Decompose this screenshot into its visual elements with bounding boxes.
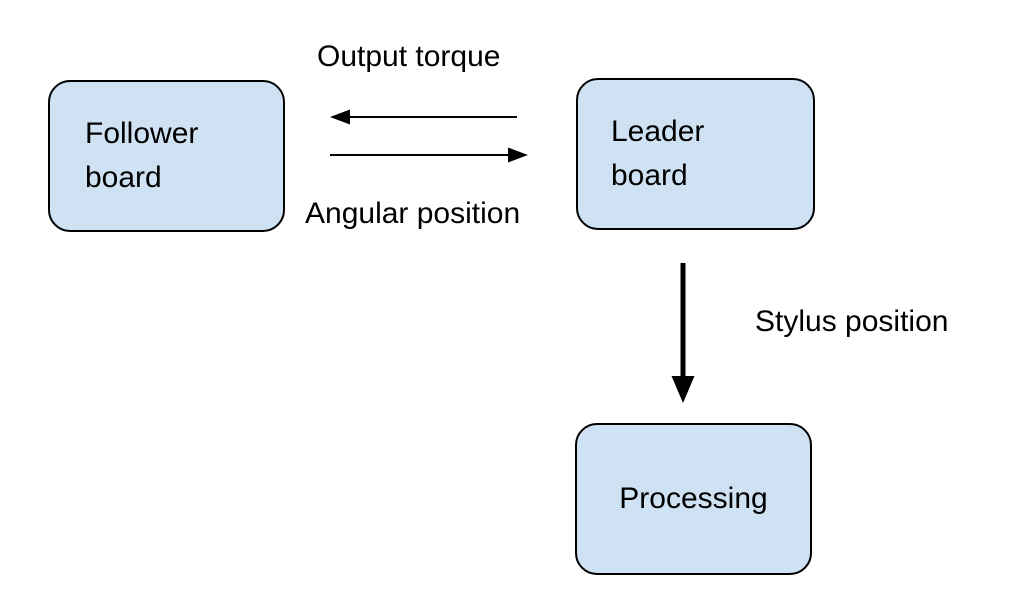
edge-label-stylus-position: Stylus position bbox=[755, 305, 949, 338]
arrow-angular-position-head bbox=[508, 147, 528, 163]
node-leader-board: Leader board bbox=[576, 78, 815, 230]
arrow-angular-position bbox=[330, 147, 528, 163]
edge-label-output-torque: Output torque bbox=[317, 40, 501, 73]
node-follower-board: Follower board bbox=[48, 80, 285, 232]
arrow-stylus-position bbox=[671, 263, 695, 403]
node-processing: Processing bbox=[575, 423, 812, 575]
arrow-stylus-position-head bbox=[671, 376, 695, 403]
arrow-output-torque-head bbox=[330, 109, 350, 125]
edge-label-angular-position: Angular position bbox=[305, 197, 521, 230]
arrow-output-torque bbox=[330, 109, 517, 125]
